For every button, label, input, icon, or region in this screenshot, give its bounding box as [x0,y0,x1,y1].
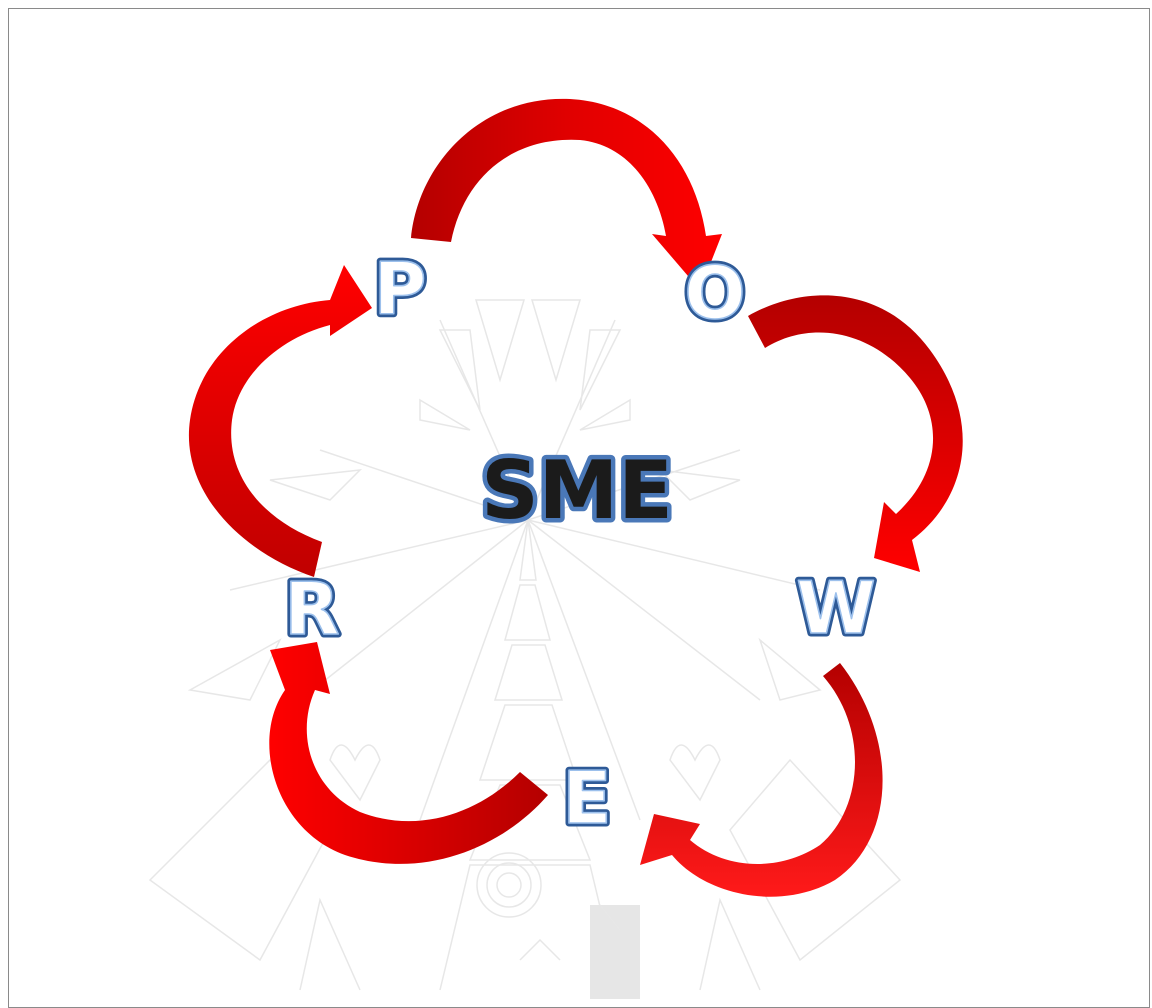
arrow-e-to-r [269,642,548,864]
letter-o: O O [681,248,749,339]
letter-r: R R [281,564,343,655]
arrow-w-to-e [640,663,883,897]
watermark-emblem [148,299,902,999]
center-label: SME [481,444,673,537]
svg-text:W: W [796,566,875,650]
svg-text:P: P [374,247,427,331]
page-frame [8,8,1150,1008]
svg-text:E: E [562,756,611,840]
svg-text:W: W [796,566,875,650]
arrow-p-to-o [411,98,722,290]
svg-text:R: R [284,567,339,651]
letter-e: E E [559,753,615,844]
svg-text:R: R [284,567,339,651]
svg-text:P: P [374,247,427,331]
svg-text:O: O [684,251,745,335]
svg-text:E: E [562,756,611,840]
letter-w: W W [793,563,879,654]
arrow-r-to-p [188,265,372,577]
svg-text:O: O [684,251,745,335]
letter-p: P P [370,244,430,335]
arrow-o-to-w [748,295,963,572]
